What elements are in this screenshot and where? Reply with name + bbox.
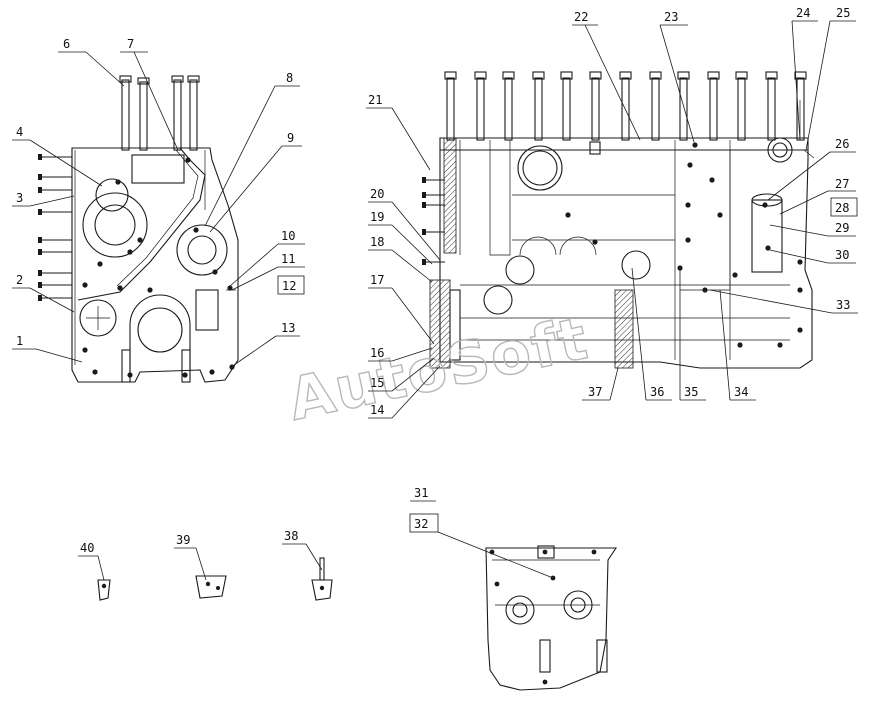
callout-32: 32 <box>414 517 428 531</box>
front-view <box>38 75 239 383</box>
callout-7: 7 <box>127 37 134 51</box>
callout-25: 25 <box>836 6 850 20</box>
callout-11: 11 <box>281 252 295 266</box>
callout-24: 24 <box>796 6 810 20</box>
side-bolts <box>38 154 72 301</box>
callout-12: 12 <box>282 279 296 293</box>
callout-31: 31 <box>414 486 428 500</box>
callout-23: 23 <box>664 10 678 24</box>
callout-18: 18 <box>370 235 384 249</box>
callout-37: 37 <box>588 385 602 399</box>
cover-bolt-heads <box>82 157 235 378</box>
callout-29: 29 <box>835 221 849 235</box>
head-bolts <box>444 71 807 141</box>
callout-20: 20 <box>370 187 384 201</box>
callout-21: 21 <box>368 93 382 107</box>
callout-17: 17 <box>370 273 384 287</box>
side-view <box>422 71 815 369</box>
oil-pan-detail <box>485 545 618 691</box>
callout-34: 34 <box>734 385 748 399</box>
front-face-bolts <box>422 177 445 265</box>
callout-9: 9 <box>287 131 294 145</box>
callout-36: 36 <box>650 385 664 399</box>
callout-3: 3 <box>16 191 23 205</box>
callout-35: 35 <box>684 385 698 399</box>
callout-14: 14 <box>370 403 384 417</box>
callout-26: 26 <box>835 137 849 151</box>
callout-13: 13 <box>281 321 295 335</box>
callout-15: 15 <box>370 376 384 390</box>
callout-1: 1 <box>16 334 23 348</box>
callout-10: 10 <box>281 229 295 243</box>
callout-2: 2 <box>16 273 23 287</box>
callout-4: 4 <box>16 125 23 139</box>
callout-28: 28 <box>835 201 849 215</box>
callout-33: 33 <box>836 298 850 312</box>
callout-22: 22 <box>574 10 588 24</box>
callouts: 1 2 3 4 6 7 8 9 10 11 12 13 14 <box>12 6 858 581</box>
callout-30: 30 <box>835 248 849 262</box>
callout-16: 16 <box>370 346 384 360</box>
callout-38: 38 <box>284 529 298 543</box>
block-bolt-heads <box>565 142 803 348</box>
callout-40: 40 <box>80 541 94 555</box>
callout-27: 27 <box>835 177 849 191</box>
small-parts <box>97 557 333 601</box>
callout-19: 19 <box>370 210 384 224</box>
callout-8: 8 <box>286 71 293 85</box>
callout-39: 39 <box>176 533 190 547</box>
top-bolts <box>119 75 200 151</box>
callout-6: 6 <box>63 37 70 51</box>
